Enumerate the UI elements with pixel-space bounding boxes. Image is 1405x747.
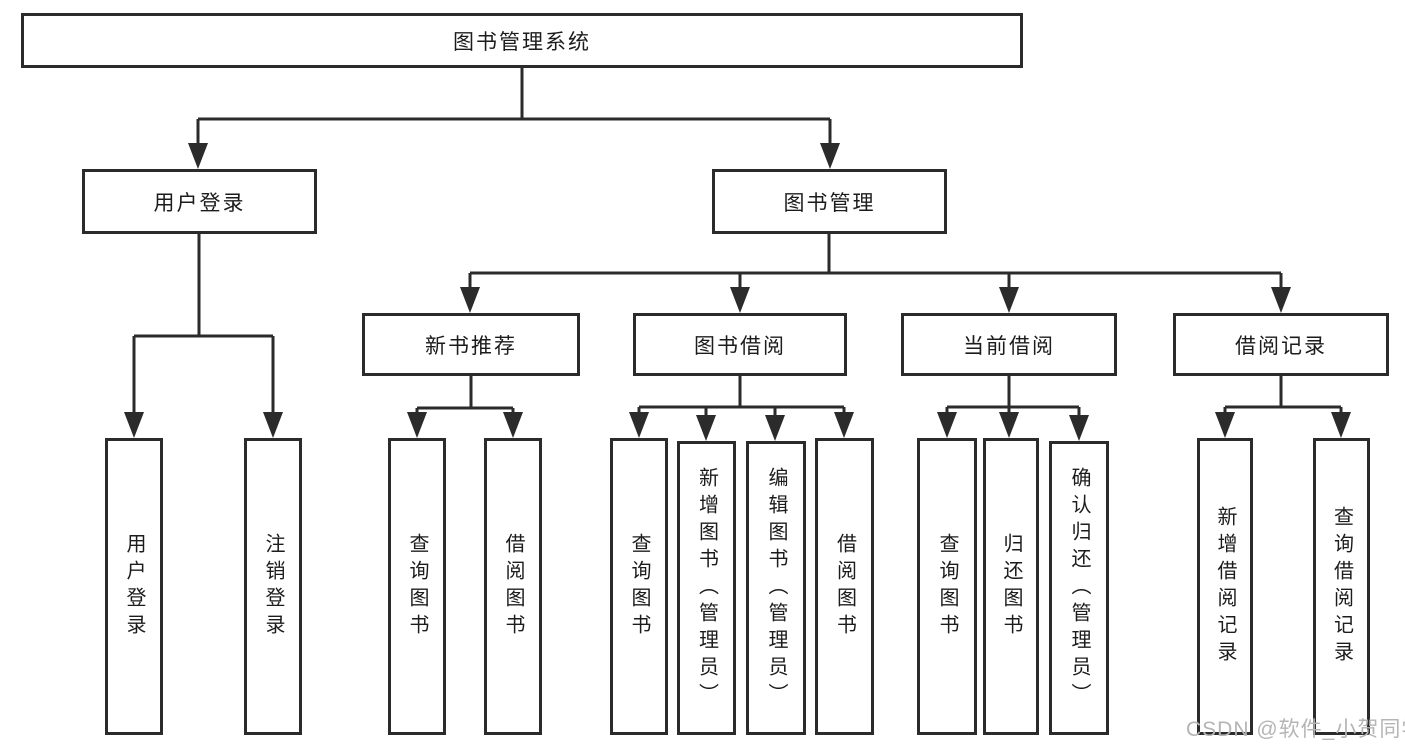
leaf-logout: 注销登录: [244, 438, 302, 735]
arrowheads: [124, 143, 1351, 441]
node-new-book-recommend: 新书推荐: [362, 313, 580, 376]
leaf-confirm-return-admin: 确认归还（管理员）: [1049, 441, 1109, 735]
leaf-label: 确认归还（管理员）: [1068, 466, 1090, 710]
node-borrow-records: 借阅记录: [1173, 313, 1389, 376]
leaf-label: 借阅图书: [833, 532, 856, 641]
leaf-label: 归还图书: [1000, 532, 1022, 641]
leaf-label: 查询借阅记录: [1330, 505, 1353, 668]
leaf-label: 注销登录: [262, 532, 284, 641]
leaf-borrow-books-borrow: 借阅图书: [815, 438, 874, 735]
node-book-borrow: 图书借阅: [633, 313, 847, 376]
leaf-borrow-books-newbook: 借阅图书: [484, 438, 542, 735]
leaf-label: 用户登录: [123, 532, 145, 641]
csdn-watermark: CSDN @软件_小贺同学: [1186, 718, 1405, 741]
leaf-query-books-newbook: 查询图书: [388, 438, 446, 735]
leaf-query-borrow-record: 查询借阅记录: [1313, 438, 1370, 735]
connector-paths: [132, 68, 1343, 418]
leaf-label: 查询图书: [628, 532, 650, 641]
leaf-label: 借阅图书: [502, 532, 524, 641]
leaf-return-books: 归还图书: [983, 438, 1039, 735]
leaf-label: 查询图书: [406, 532, 428, 641]
leaf-label: 新增图书（管理员）: [695, 466, 718, 710]
leaf-label: 查询图书: [936, 532, 958, 641]
node-root: 图书管理系统: [21, 13, 1023, 68]
leaf-add-borrow-record: 新增借阅记录: [1197, 438, 1253, 735]
leaf-user-login: 用户登录: [105, 438, 163, 735]
leaf-edit-book-admin: 编辑图书（管理员）: [746, 441, 806, 735]
leaf-label: 新增借阅记录: [1214, 505, 1236, 668]
leaf-add-book-admin: 新增图书（管理员）: [677, 441, 736, 735]
node-current-borrow: 当前借阅: [901, 313, 1117, 376]
leaf-label: 编辑图书（管理员）: [765, 466, 787, 710]
node-user-login: 用户登录: [82, 169, 317, 234]
leaf-query-books-borrow: 查询图书: [610, 438, 668, 735]
node-book-management: 图书管理: [712, 169, 947, 234]
leaf-query-books-current: 查询图书: [917, 438, 977, 735]
